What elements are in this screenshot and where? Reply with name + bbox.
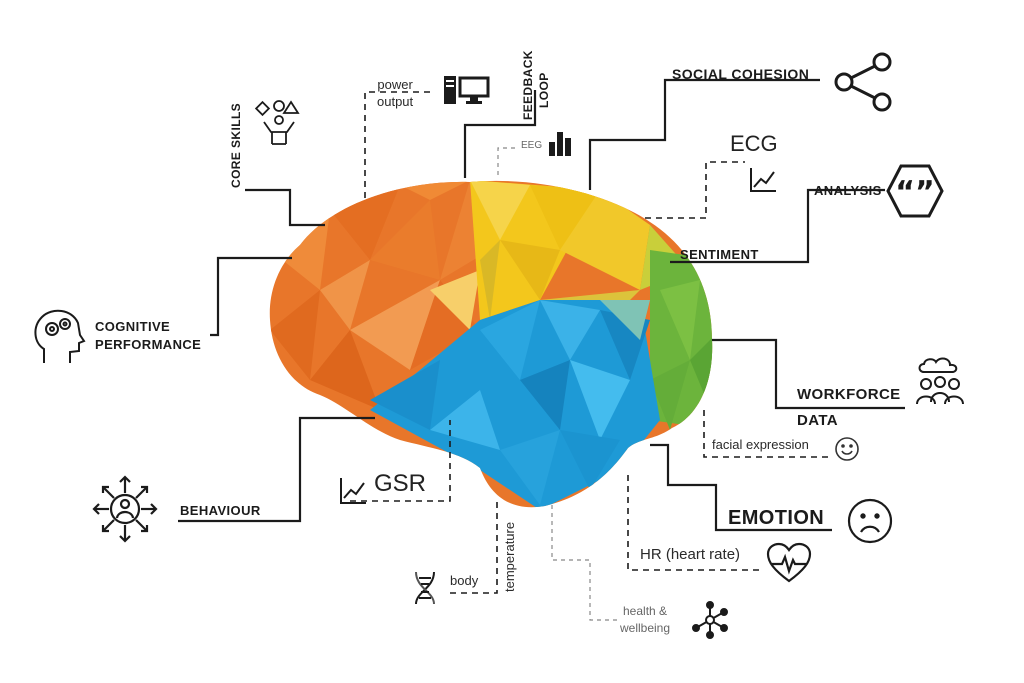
behaviour-label: BEHAVIOUR: [180, 503, 261, 518]
molecule-network-icon: [692, 601, 728, 639]
health-wellbeing-label: health & wellbeing: [620, 604, 671, 635]
share-network-icon: [834, 52, 892, 112]
temperature-label: temperature: [502, 521, 517, 592]
svg-text:“”: “”: [895, 175, 934, 210]
loop-label: LOOP: [537, 72, 551, 108]
juggling-shapes-icon: [254, 100, 300, 145]
cognitive-performance-label: COGNITIVE PERFORMANCE: [95, 319, 202, 352]
social-cohesion-label: SOCIAL COHESION: [672, 66, 810, 82]
eeg-label: EEG: [521, 140, 543, 151]
emotion-label: EMOTION: [728, 507, 825, 529]
facial-expression-label: facial expression: [712, 437, 809, 452]
body-label: body: [450, 573, 479, 588]
brain-graphic: [269, 180, 713, 508]
heart-pulse-icon: [766, 542, 812, 583]
core-skills-label: CORE SKILLS: [229, 102, 243, 188]
dashed-connectors: [350, 91, 830, 594]
person-arrows-icon: [92, 475, 158, 543]
group-cloud-icon: [916, 357, 964, 405]
ecg-label: ECG: [730, 131, 778, 156]
computer-icon: [444, 76, 490, 104]
workforce-label: WORKFORCE: [797, 386, 901, 403]
heart-rate-label: HR (heart rate): [640, 546, 741, 563]
data-label: DATA: [797, 412, 839, 429]
connector-lines: [178, 78, 905, 532]
bar-chart-icon: [549, 132, 571, 156]
line-chart-icon: [750, 168, 776, 192]
smile-face-icon: [835, 437, 859, 461]
power-output-label: power output: [377, 77, 414, 109]
quotation-hexagon-icon: “”: [886, 164, 944, 218]
dna-icon: [415, 571, 435, 605]
sad-face-icon: [847, 498, 893, 544]
feedback-label: FEEDBACK: [521, 50, 535, 120]
head-gears-icon: [34, 309, 86, 363]
analysis-label: ANALYSIS: [814, 183, 882, 198]
sentiment-label: SENTIMENT: [680, 247, 759, 262]
gsr-chart-icon: [340, 478, 366, 504]
gsr-label: GSR: [374, 470, 427, 497]
grey-dashed-connectors: [497, 147, 620, 621]
